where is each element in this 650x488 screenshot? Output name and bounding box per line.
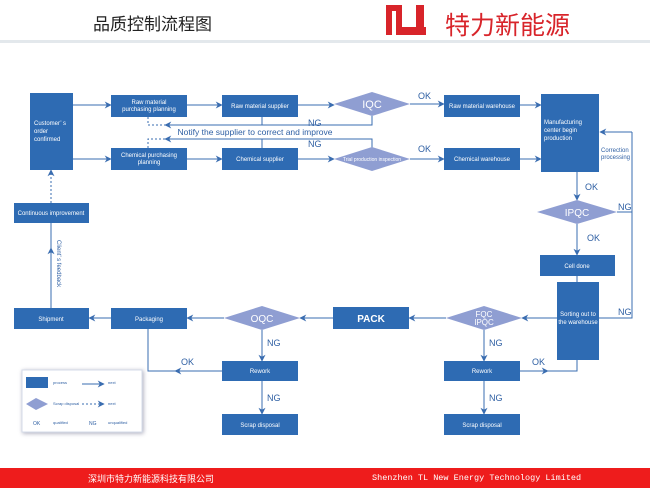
svg-text:Packaging: Packaging: [135, 317, 163, 323]
svg-text:Trial production inspection: Trial production inspection: [343, 157, 401, 163]
svg-text:Continuous improvement: Continuous improvement: [18, 211, 85, 217]
ok-label: OK: [585, 182, 598, 192]
svg-text:NG: NG: [89, 421, 97, 427]
node-scrap[interactable]: Scrap disposal: [444, 414, 520, 435]
svg-text:Raw material warehouse: Raw material warehouse: [449, 104, 516, 110]
footer-company-en: Shenzhen TL New Energy Technology Limite…: [372, 473, 582, 483]
node-scrap[interactable]: Scrap disposal: [222, 414, 298, 435]
svg-text:PACK: PACK: [357, 314, 385, 325]
node-chem-warehouse[interactable]: Chemical warehouse: [444, 148, 520, 170]
svg-text:Cell done: Cell done: [564, 264, 590, 270]
svg-text:next: next: [108, 380, 116, 385]
svg-text:Chemical warehouse: Chemical warehouse: [454, 157, 511, 163]
svg-text:Shipment: Shipment: [38, 317, 64, 323]
ng-label: NG: [308, 118, 322, 128]
node-raw-warehouse[interactable]: Raw material warehouse: [444, 95, 520, 117]
svg-text:OK: OK: [33, 421, 41, 427]
client-feedback-text: Client’ s feedback: [55, 240, 61, 288]
svg-text:IPQC: IPQC: [565, 208, 589, 219]
node-pack[interactable]: PACK: [333, 307, 409, 329]
node-oqc[interactable]: OQC: [224, 306, 300, 330]
footer-bar: 深圳市特力新能源科技有限公司 Shenzhen TL New Energy Te…: [0, 468, 650, 488]
svg-text:Rework: Rework: [250, 369, 271, 375]
notify-supplier-text: Notify the supplier to correct and impro…: [178, 127, 333, 137]
node-iqc[interactable]: IQC: [334, 92, 410, 116]
legend: process next Scrap disposal next OK qual…: [21, 369, 143, 433]
svg-text:unqualified: unqualified: [108, 420, 127, 425]
svg-text:next: next: [108, 401, 116, 406]
ok-label: OK: [587, 233, 600, 243]
connectors: [47, 100, 633, 415]
footer-company-cn: 深圳市特力新能源科技有限公司: [88, 475, 215, 485]
svg-text:Rework: Rework: [472, 369, 493, 375]
svg-text:qualified: qualified: [53, 420, 68, 425]
ng-label: NG: [618, 202, 632, 212]
correction-text: Correction: [601, 148, 629, 154]
ng-label: NG: [267, 338, 281, 348]
node-rework[interactable]: Rework: [444, 361, 520, 381]
ok-label: OK: [418, 144, 431, 154]
brand-name: 特力新能源: [445, 11, 571, 40]
node-packaging[interactable]: Packaging: [111, 308, 187, 329]
node-shipment[interactable]: Shipment: [14, 308, 89, 329]
ng-label: NG: [489, 393, 503, 403]
node-raw-supplier[interactable]: Raw material supplier: [222, 95, 298, 117]
svg-text:Raw material supplier: Raw material supplier: [231, 104, 289, 110]
svg-text:Scrap disposal: Scrap disposal: [53, 401, 79, 406]
svg-text:process: process: [53, 380, 67, 385]
svg-text:Scrap disposal: Scrap disposal: [240, 423, 279, 429]
page-title: 品质控制流程图: [93, 15, 212, 35]
svg-text:Chemical supplier: Chemical supplier: [236, 157, 284, 163]
svg-text:IQC: IQC: [362, 99, 382, 111]
node-rework[interactable]: Rework: [222, 361, 298, 381]
svg-text:Scrap disposal: Scrap disposal: [462, 423, 501, 429]
ng-label: NG: [489, 338, 503, 348]
ok-label: OK: [181, 357, 194, 367]
ng-label: NG: [267, 393, 281, 403]
node-trial-inspection[interactable]: Trial production inspection: [334, 147, 410, 171]
svg-text:OQC: OQC: [251, 314, 274, 325]
brand-logo-icon: [386, 5, 426, 35]
header-divider: [0, 40, 650, 43]
node-continuous-improvement[interactable]: Continuous improvement: [14, 203, 89, 223]
ng-label: NG: [618, 307, 632, 317]
ok-label: OK: [418, 91, 431, 101]
ng-label: NG: [308, 139, 322, 149]
node-cell-done[interactable]: Cell done: [540, 255, 615, 276]
node-ipqc[interactable]: IPQC: [537, 200, 617, 224]
ok-label: OK: [532, 357, 545, 367]
node-chem-supplier[interactable]: Chemical supplier: [222, 148, 298, 170]
